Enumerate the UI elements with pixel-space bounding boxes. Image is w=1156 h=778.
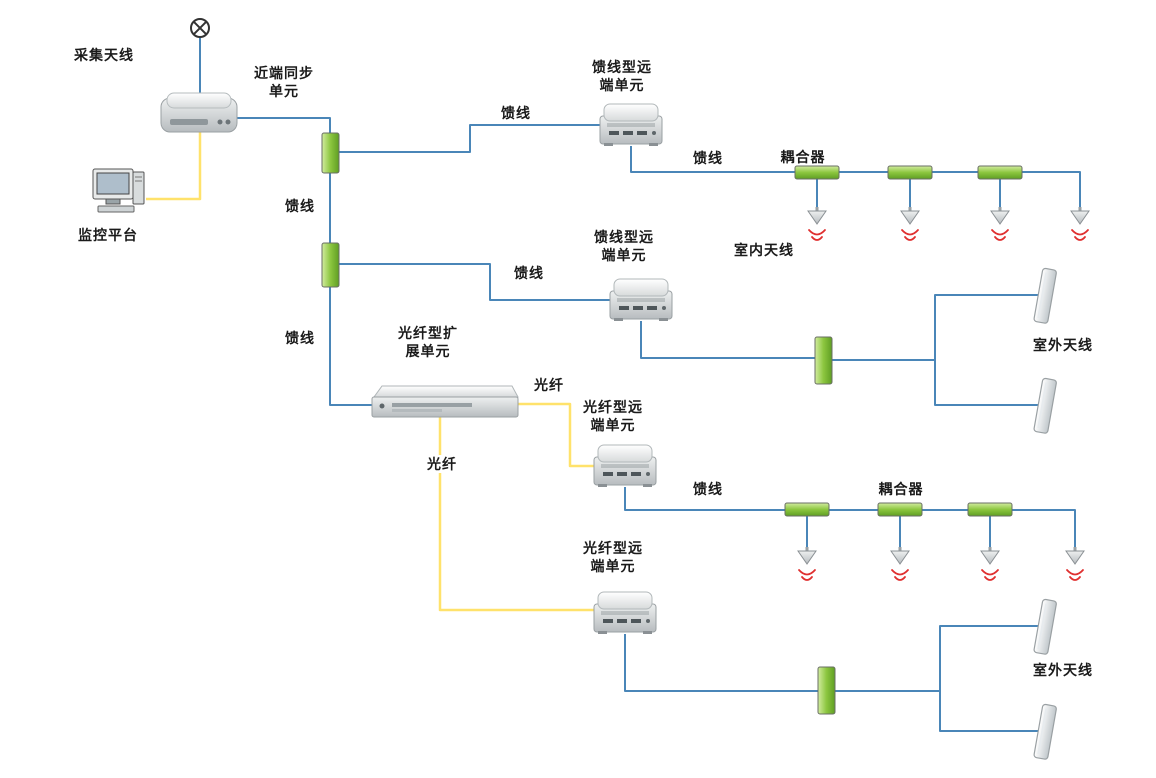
fiber-expansion-unit-label: 光纤型扩 展单元: [398, 325, 458, 360]
collection-antenna-icon: [190, 18, 210, 38]
indoor-antennas-row-1: [807, 206, 1090, 241]
indoor-antenna-label: 室内天线: [734, 242, 794, 258]
trunk-couplers: [321, 132, 836, 715]
fiber-remote-unit-2-label: 光纤型远 端单元: [583, 540, 643, 575]
fiber-remote-unit-2-device: [593, 591, 657, 635]
feeder-remote-unit-2-device: [609, 278, 673, 322]
coupler-label-1: 耦合器: [780, 149, 826, 165]
indoor-antennas-row-2: [797, 546, 1085, 581]
feeder-cable-label-1: 馈线: [501, 105, 531, 121]
fiber-remote-unit-1-label: 光纤型远 端单元: [583, 399, 643, 434]
collect-antenna-label: 采集天线: [74, 47, 134, 63]
feeder-cable-label-2: 馈线: [285, 198, 315, 214]
outdoor-antenna-label-1: 室外天线: [1033, 337, 1093, 353]
monitor-computer-icon: [92, 168, 145, 213]
fiber-cable-lines: [146, 132, 594, 612]
feeder-cable-label-4: 馈线: [514, 265, 544, 281]
feeder-remote-unit-2-label: 馈线型远 端单元: [594, 229, 654, 264]
feeder-cable-label-5: 馈线: [285, 330, 315, 346]
inline-couplers: [784, 165, 1023, 517]
outdoor-antenna-label-2: 室外天线: [1033, 662, 1093, 678]
feeder-cable-lines: [199, 37, 1081, 732]
feeder-cable-label-6: 馈线: [693, 481, 723, 497]
coupler-label-2: 耦合器: [878, 481, 924, 497]
fiber-cable-label-1: 光纤: [534, 377, 564, 393]
near-end-sync-unit-device: [160, 92, 238, 133]
feeder-cable-label-3: 馈线: [693, 150, 723, 166]
feeder-remote-unit-1-device: [599, 103, 663, 147]
fiber-remote-unit-1-device: [593, 444, 657, 488]
fiber-cable-label-2: 光纤: [425, 455, 459, 474]
monitor-platform-label: 监控平台: [78, 227, 138, 243]
fiber-expansion-unit-device: [371, 385, 519, 418]
feeder-remote-unit-1-label: 馈线型远 端单元: [592, 59, 652, 94]
near-end-sync-unit-label: 近端同步 单元: [254, 65, 314, 100]
